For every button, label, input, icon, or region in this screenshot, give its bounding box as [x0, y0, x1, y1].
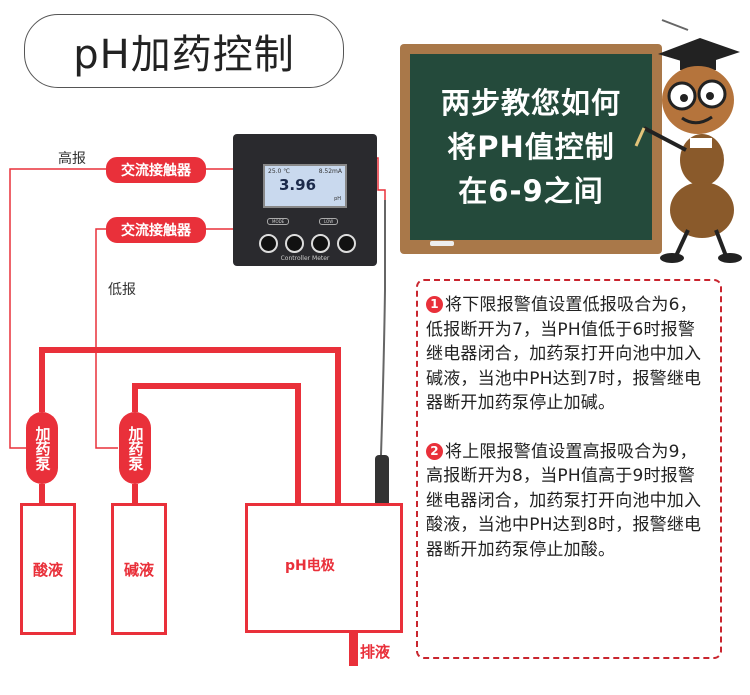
contactor-high: 交流接触器 — [106, 157, 206, 183]
low-alarm-wire — [95, 228, 118, 449]
controller-meter: 25.0 ℃ 8.52mA 3.96 pH MODE LOW Controlle… — [233, 134, 377, 266]
drain-pipe — [349, 630, 358, 666]
page-title: pH加药控制 — [24, 14, 344, 88]
high-alarm-wire — [9, 168, 108, 449]
acid-pipe — [39, 347, 341, 505]
high-alarm-label: 高报 — [58, 151, 86, 167]
acid-tank: 酸液 — [20, 503, 76, 635]
ant-teacher-icon — [634, 19, 742, 263]
acid-tank-label: 酸液 — [32, 560, 63, 579]
base-pipe — [132, 383, 301, 505]
meter-screen: 25.0 ℃ 8.52mA 3.96 pH — [263, 164, 347, 208]
contactor-low: 交流接触器 — [106, 217, 206, 243]
meter-button-1[interactable] — [259, 234, 278, 253]
meter-current: 8.52mA — [318, 168, 342, 175]
meter-temp: 25.0 ℃ — [268, 168, 291, 175]
chalkboard-surface: 两步教您如何 将PH值控制 在6-9之间 — [410, 54, 652, 240]
step-2-text: 将上限报警值设置高报吸合为9，高报断开为8，当PH值高于9时报警继电器闭合，加药… — [426, 441, 702, 560]
chalkboard: 两步教您如何 将PH值控制 在6-9之间 — [400, 44, 662, 254]
meter-button-2[interactable] — [285, 234, 304, 253]
meter-button-3[interactable] — [311, 234, 330, 253]
meter-unit: pH — [334, 196, 341, 202]
chalk-piece — [430, 241, 454, 246]
meter-tag-low: LOW — [319, 218, 339, 225]
electrode-label: pH电极 — [285, 558, 335, 574]
pump-acid-label: 加药泵 — [33, 425, 52, 471]
step-1-text: 将下限报警值设置低报吸合为6，低报断开为7，当PH值低于6时报警继电器闭合，加药… — [426, 295, 702, 413]
board-line-1: 两步教您如何 — [440, 86, 621, 120]
meter-button-4[interactable] — [337, 234, 356, 253]
meter-tag-mode: MODE — [267, 218, 290, 225]
base-tank-label: 碱液 — [123, 560, 154, 579]
treatment-pool — [245, 503, 403, 633]
pump-acid: 加药泵 — [26, 412, 58, 484]
electrode-cable — [380, 200, 386, 456]
pump-base-label: 加药泵 — [126, 425, 145, 471]
board-line-3: 在6-9之间 — [458, 174, 604, 208]
meter-caption: Controller Meter — [280, 255, 330, 262]
meter-value: 3.96 — [279, 176, 317, 194]
pump-base: 加药泵 — [119, 412, 151, 484]
low-alarm-label: 低报 — [108, 282, 136, 298]
drain-label: 排液 — [360, 643, 391, 661]
board-line-2: 将PH值控制 — [447, 130, 615, 164]
step-2-marker: 2 — [426, 442, 443, 460]
base-tank: 碱液 — [111, 503, 167, 635]
step-1-marker: 1 — [426, 296, 443, 313]
